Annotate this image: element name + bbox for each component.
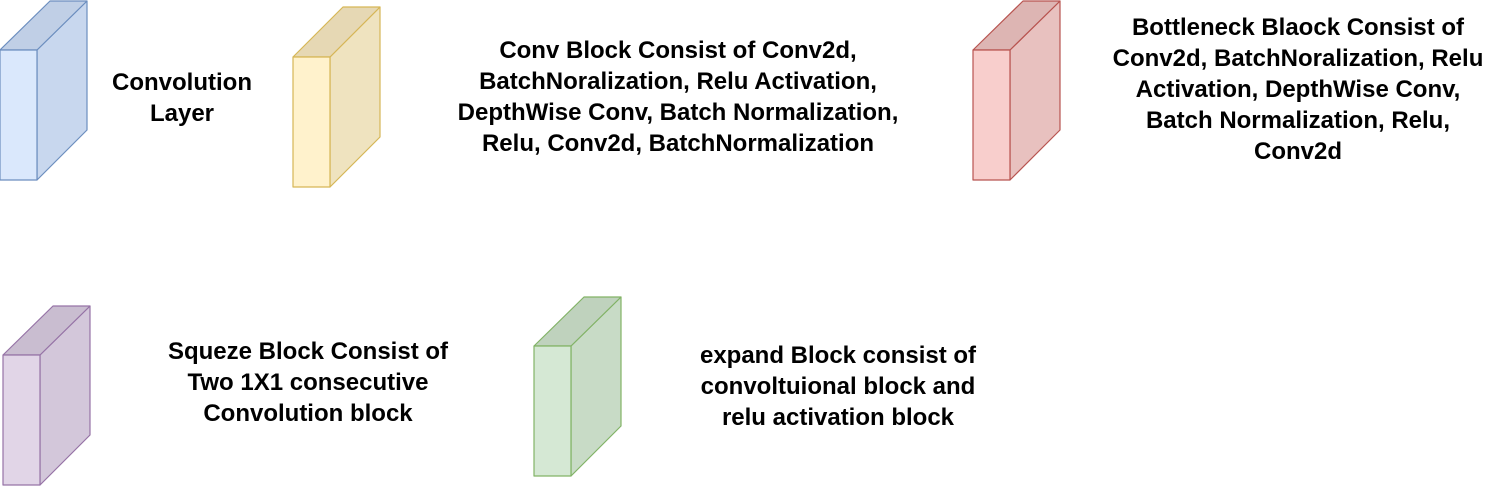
conv-block-cube-icon bbox=[292, 6, 382, 189]
expand-block-label: expand Block consist of convoltuional bl… bbox=[699, 342, 977, 431]
cube-front-face bbox=[292, 56, 331, 188]
cube-front-face bbox=[2, 354, 41, 486]
bottleneck-block-label: Bottleneck Blaock Consist of Conv2d, Bat… bbox=[1112, 14, 1484, 165]
cube-front-face bbox=[0, 49, 38, 181]
conv-block-label: Conv Block Consist of Conv2d, BatchNoral… bbox=[457, 37, 899, 157]
squeeze-block-label: Squeze Block Consist of Two 1X1 consecut… bbox=[167, 338, 449, 427]
cube-front-face bbox=[972, 49, 1011, 181]
convolution-layer-cube-icon bbox=[0, 0, 89, 182]
bottleneck-block-cube-icon bbox=[972, 0, 1062, 182]
convolution-layer-label: Convolution Layer bbox=[112, 69, 252, 127]
cube-front-face bbox=[533, 345, 572, 477]
squeeze-block-cube-icon bbox=[2, 305, 92, 487]
expand-block-cube-icon bbox=[533, 296, 623, 478]
